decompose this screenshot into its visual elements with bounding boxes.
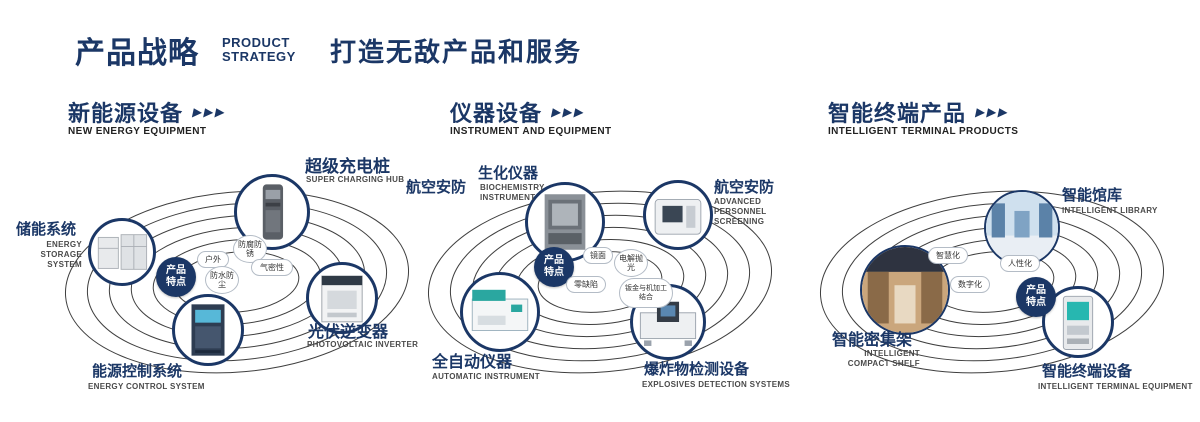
node-label-en: BIOCHEMISTRY INSTRUMENT bbox=[480, 183, 545, 202]
page-subtitle: PRODUCT STRATEGY bbox=[222, 36, 296, 64]
node-label-zh: 爆炸物检测设备 bbox=[644, 361, 750, 378]
feature-tag: 钣金与机加工结合 bbox=[619, 278, 673, 308]
node-label-en: EXPLOSIVES DETECTION SYSTEMS bbox=[642, 380, 790, 389]
section-subtitle: NEW ENERGY EQUIPMENT bbox=[68, 126, 207, 137]
feature-tag: 镜面 bbox=[583, 247, 613, 264]
page-title: 产品战略 bbox=[75, 37, 199, 70]
feature-badge: 产品特点 bbox=[1016, 277, 1056, 317]
product-circle-personnel-screening bbox=[643, 180, 713, 250]
node-label-zh: 储能系统 bbox=[16, 221, 77, 238]
product-circle-energy-control bbox=[172, 294, 244, 366]
biochemistry-instrument-image-icon bbox=[544, 194, 586, 250]
feature-tag: 防水防尘 bbox=[205, 266, 239, 294]
page-tagline: 打造无敌产品和服务 bbox=[330, 37, 583, 67]
feature-tag: 电解抛光 bbox=[614, 249, 648, 277]
section-head-instruments: 仪器设备 ▶▶▶ bbox=[450, 96, 588, 128]
node-label-zh: 航空安防 bbox=[714, 179, 775, 196]
feature-tag: 防腐防锈 bbox=[233, 235, 267, 263]
node-label-en: INTELLIGENT TERMINAL EQUIPMENT bbox=[1038, 382, 1193, 391]
explosives-detection-image-icon bbox=[639, 301, 697, 346]
terminal-equipment-image-icon bbox=[1062, 295, 1094, 350]
node-label-en: INTELLIGENT COMPACT SHELF bbox=[847, 349, 920, 368]
product-circle-automatic-instrument bbox=[460, 272, 540, 352]
node-label-en: AUTOMATIC INSTRUMENT bbox=[432, 372, 540, 381]
triple-arrow-icon: ▶▶▶ bbox=[191, 105, 229, 119]
node-label-en: ENERGY CONTROL SYSTEM bbox=[88, 382, 205, 391]
feature-tag: 人性化 bbox=[1000, 255, 1040, 272]
node-label-en: PHOTOVOLTAIC INVERTER bbox=[307, 340, 419, 349]
node-label-zh: 能源控制系统 bbox=[92, 363, 183, 380]
section-title: 仪器设备 bbox=[450, 101, 543, 126]
automatic-instrument-image-icon bbox=[471, 289, 529, 331]
node-label-zh: 全自动仪器 bbox=[432, 354, 513, 371]
section-title: 智能终端产品 bbox=[828, 101, 967, 126]
page-subtitle-line2: STRATEGY bbox=[222, 49, 296, 64]
section-head-new-energy: 新能源设备 ▶▶▶ bbox=[68, 96, 229, 128]
energy-storage-image-icon bbox=[97, 234, 148, 270]
feature-tag: 数字化 bbox=[950, 276, 990, 293]
feature-tag: 智慧化 bbox=[928, 247, 968, 264]
triple-arrow-icon: ▶▶▶ bbox=[550, 105, 588, 119]
node-label-en: SUPER CHARGING HUB bbox=[306, 175, 405, 184]
feature-tag: 气密性 bbox=[251, 259, 293, 276]
super-charging-hub-image-icon bbox=[262, 184, 284, 240]
section-title: 新能源设备 bbox=[68, 101, 184, 126]
product-circle-compact-shelf bbox=[860, 245, 950, 335]
compact-shelf-image-icon bbox=[862, 247, 948, 333]
feature-tag: 零缺陷 bbox=[566, 276, 606, 293]
node-label-zh: 生化仪器 bbox=[478, 165, 539, 182]
node-label-zh: 智能馆库 bbox=[1062, 187, 1123, 204]
section-head-intelligent-terminal: 智能终端产品 ▶▶▶ bbox=[828, 96, 1012, 128]
node-label-en: ADVANCED PERSONNEL SCREENING bbox=[714, 197, 767, 226]
node-label-zh: 光伏逆变器 bbox=[308, 324, 389, 341]
energy-control-image-icon bbox=[191, 304, 225, 356]
product-circle-energy-storage bbox=[88, 218, 156, 286]
section-subtitle: INTELLIGENT TERMINAL PRODUCTS bbox=[828, 126, 1019, 137]
product-circle-pv-inverter bbox=[306, 262, 378, 334]
intelligent-library-image-icon bbox=[986, 192, 1058, 264]
section-subtitle: INSTRUMENT AND EQUIPMENT bbox=[450, 126, 612, 137]
triple-arrow-icon: ▶▶▶ bbox=[974, 105, 1012, 119]
node-label-zh: 超级充电桩 bbox=[305, 157, 390, 176]
node-label-en: INTELLIGENT LIBRARY bbox=[1062, 206, 1158, 215]
node-label-en: ENERGY STORAGE SYSTEM bbox=[40, 240, 82, 269]
node-label-zh: 智能终端设备 bbox=[1042, 363, 1133, 380]
pv-inverter-image-icon bbox=[321, 275, 363, 323]
node-label-zh: 智能密集架 bbox=[832, 332, 913, 349]
feature-badge: 产品特点 bbox=[156, 257, 196, 297]
page-subtitle-line1: PRODUCT bbox=[222, 35, 290, 50]
personnel-screening-image-icon bbox=[654, 199, 702, 235]
side-label-aviation-security: 航空安防 bbox=[406, 179, 467, 196]
